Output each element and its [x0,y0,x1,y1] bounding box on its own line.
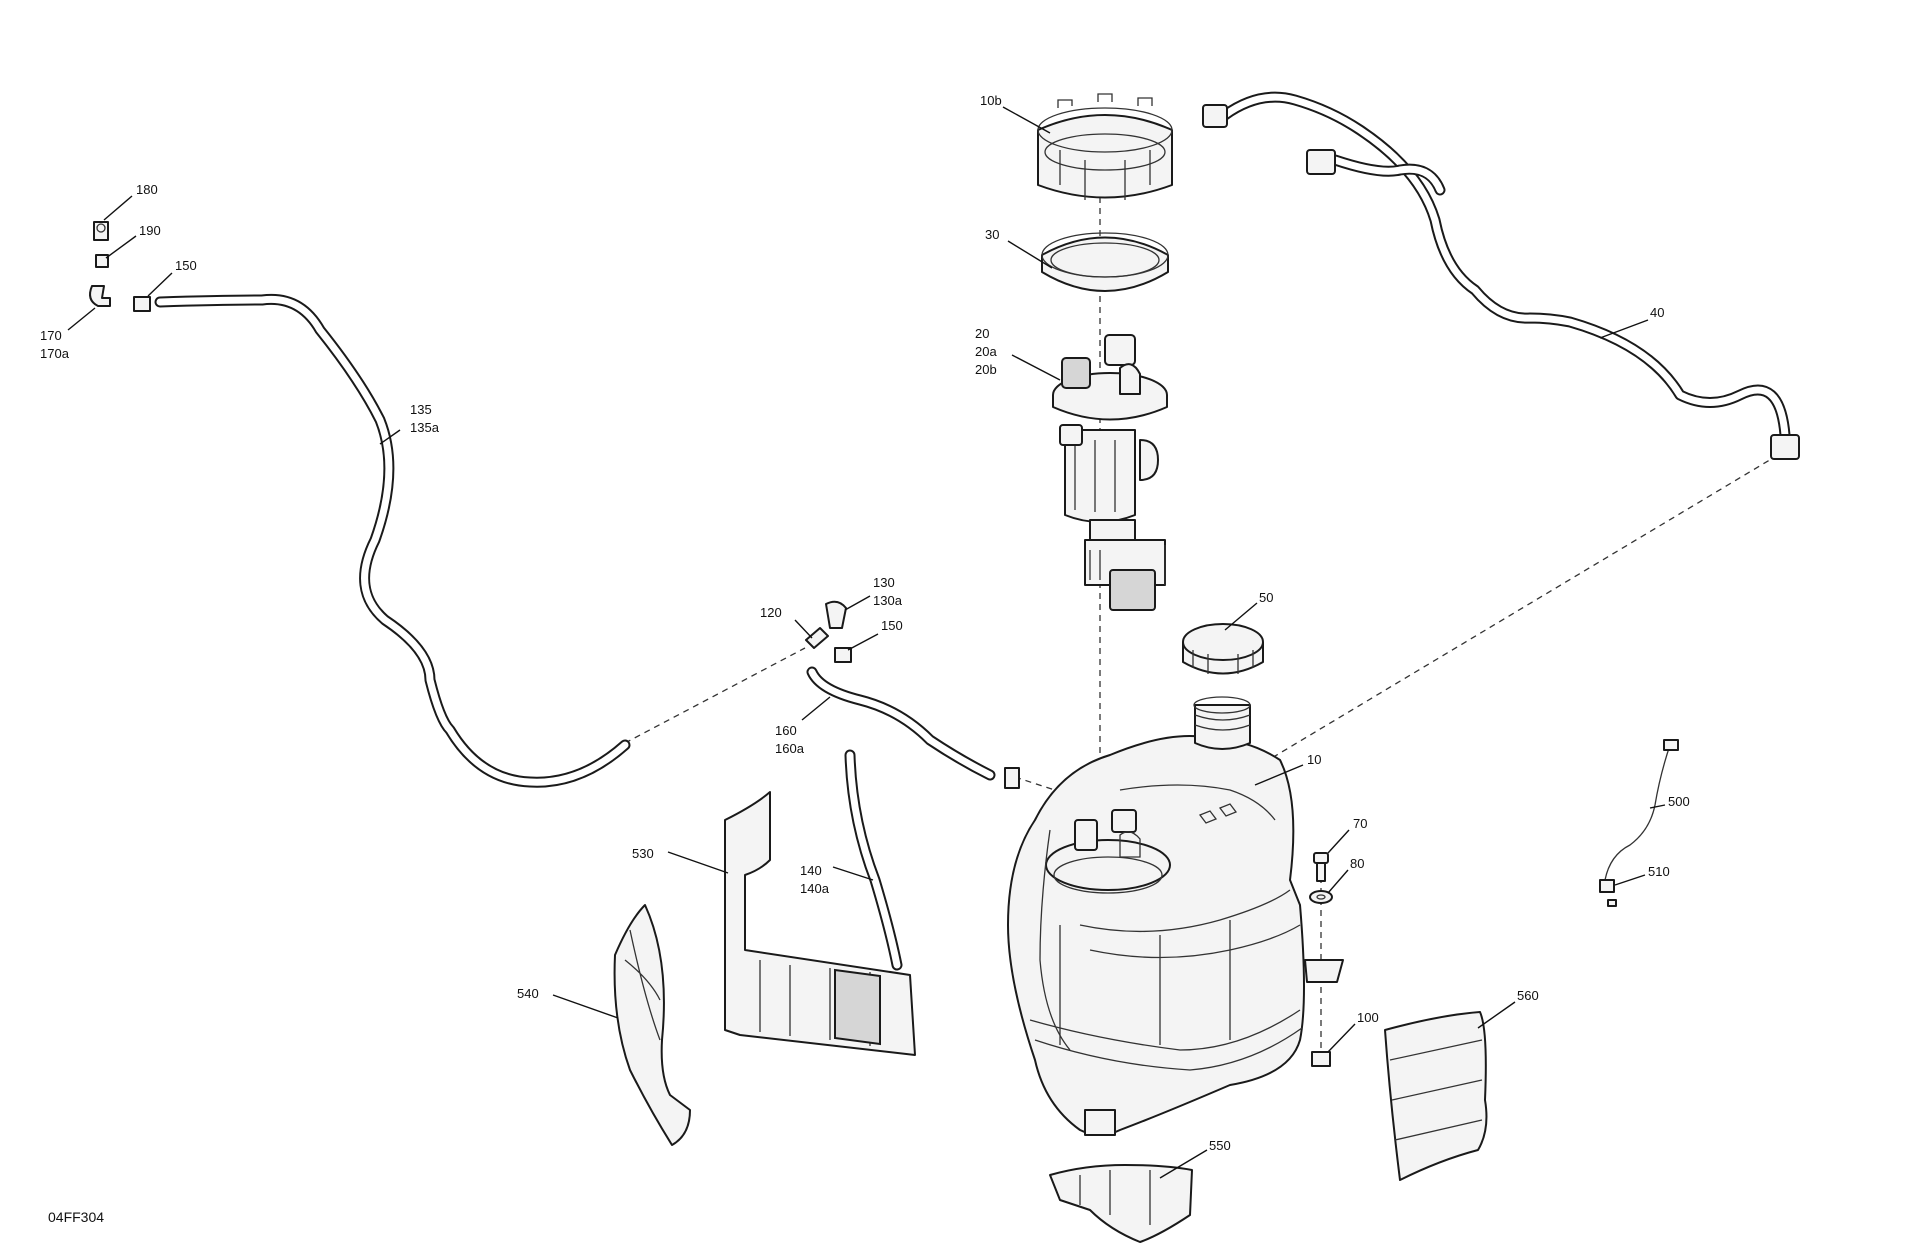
fuel-pump-module-part [1052,334,1168,611]
leader-100 [1327,1023,1356,1053]
callout-500: 500 [1668,794,1690,809]
callout-160a: 160a [775,741,805,756]
leader-510 [1614,874,1646,886]
callout-30: 30 [985,227,999,242]
clip-180-part [93,221,109,241]
figure-code: 04FF304 [48,1209,104,1225]
callout-50: 50 [1259,590,1273,605]
callout-170a: 170a [40,346,70,361]
pump-seal-part [1041,232,1169,292]
fuel-cap-part [1182,623,1264,675]
leader-180 [103,195,133,221]
callout-160: 160 [775,723,797,738]
callout-150-top: 150 [175,258,197,273]
leader-140 [832,866,874,881]
callout-130a: 130a [873,593,903,608]
hose-140-part [844,749,903,971]
washer-part [1309,890,1333,904]
leader-560 [1477,1001,1516,1029]
callout-540: 540 [517,986,539,1001]
sensor-510-part [1599,879,1617,907]
leader-160 [801,696,831,721]
lock-ring-part [1037,93,1173,200]
leader-20 [1011,354,1061,381]
leader-135 [379,429,401,445]
callout-510: 510 [1648,864,1670,879]
wiring-harness-part [1202,91,1800,460]
callout-180: 180 [136,182,158,197]
fuel-tank-part [1007,696,1344,1136]
nut-part [1311,1051,1331,1067]
callout-10b: 10b [980,93,1002,108]
leader-70 [1327,829,1350,854]
leader-80 [1327,869,1349,894]
callout-20: 20 [975,326,989,341]
leader-10 [1254,764,1304,786]
leader-550 [1159,1149,1208,1179]
sensor-wire-500-part [1604,739,1679,881]
callout-130: 130 [873,575,895,590]
callout-135: 135 [410,402,432,417]
heat-shield-550-part [1049,1164,1193,1243]
leader-150-top [147,272,173,297]
hose-160-part [806,666,1020,789]
leader-530 [667,851,729,874]
heat-shield-530-part [724,791,916,1056]
leader-500 [1649,804,1666,809]
bolt-part [1313,852,1329,882]
callout-80: 80 [1350,856,1364,871]
leader-30 [1007,240,1053,269]
callout-140a: 140a [800,881,830,896]
heat-shield-560-part [1384,1011,1488,1181]
leader-190 [105,235,137,259]
vent-hose-135-part [154,293,631,788]
leader-10b [1002,106,1051,134]
callout-40: 40 [1650,305,1664,320]
leader-170 [67,307,96,331]
callout-190: 190 [139,223,161,238]
clamp-150-top-part [133,296,151,312]
leader-50 [1224,602,1258,631]
callout-70: 70 [1353,816,1367,831]
leader-120 [794,619,813,639]
elbow-130-part [825,600,847,629]
callout-150-mid: 150 [881,618,903,633]
connector-120-part [805,627,829,649]
leader-130 [844,595,871,611]
leader-540 [552,994,619,1019]
callout-135a: 135a [410,420,440,435]
callout-140: 140 [800,863,822,878]
callout-100: 100 [1357,1010,1379,1025]
valve-190-part [95,254,109,268]
assembly-line-vent [624,647,806,744]
callout-120: 120 [760,605,782,620]
elbow-170-part [89,285,111,307]
callout-530: 530 [632,846,654,861]
leader-40 [1599,319,1649,339]
callout-170: 170 [40,328,62,343]
callout-10: 10 [1307,752,1321,767]
clamp-150-mid-part [834,647,852,663]
callout-560: 560 [1517,988,1539,1003]
callout-550: 550 [1209,1138,1231,1153]
leader-150-mid [847,633,879,651]
heat-shield-540-part [613,904,691,1146]
callout-20b: 20b [975,362,997,377]
callout-20a: 20a [975,344,997,359]
assembly-line-hose [1014,776,1086,801]
assembly-line-harness [1234,454,1779,781]
